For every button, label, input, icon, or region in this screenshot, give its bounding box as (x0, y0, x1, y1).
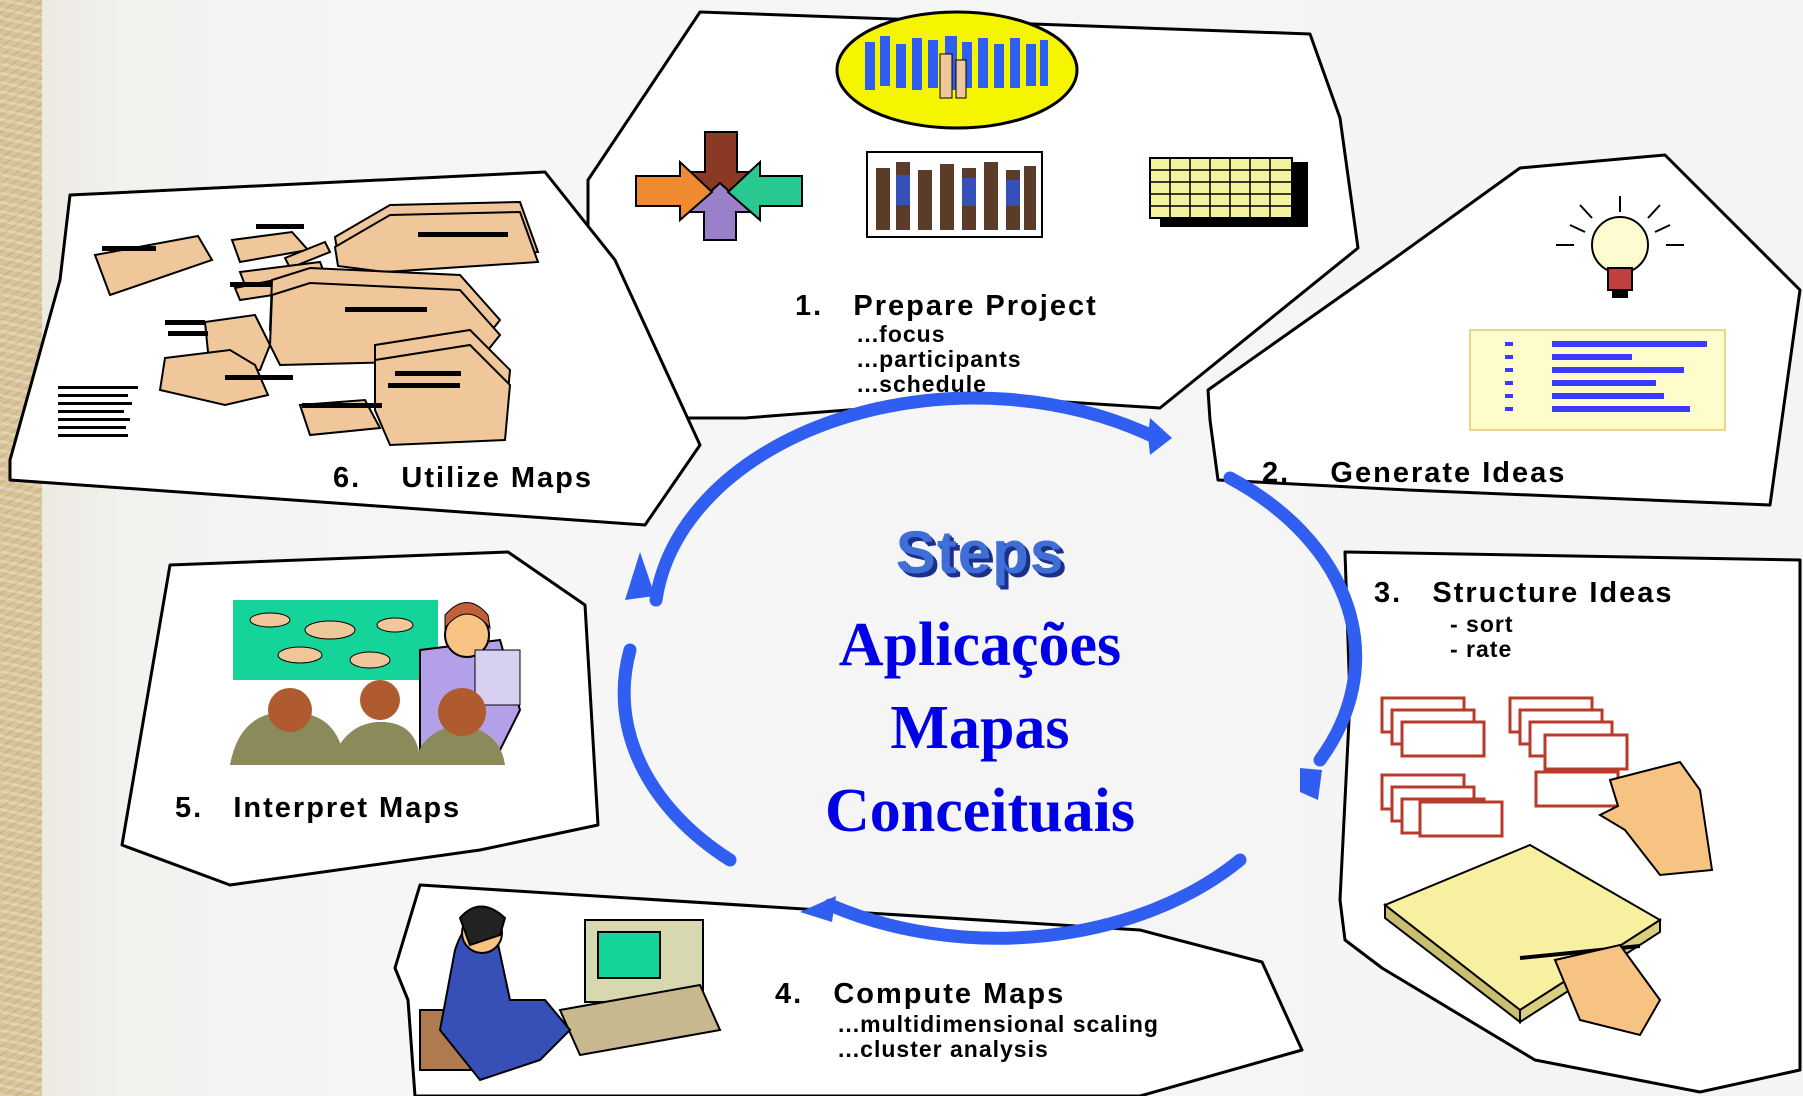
center-line-mapas: Mapas (890, 694, 1070, 762)
step-4-label: 4. Compute Maps (775, 978, 1065, 1011)
step-2-title: Generate Ideas (1330, 457, 1567, 489)
step-1-number: 1. (795, 290, 824, 322)
step-5-number: 5. (175, 792, 204, 824)
step-2-number: 2. (1262, 457, 1291, 489)
step-3-details: - sort - rate (1450, 612, 1514, 662)
center-line-aplicacoes: Aplicações (838, 611, 1122, 679)
arrowhead-bottom (800, 896, 836, 922)
concept-map-legend (58, 386, 138, 437)
step-1-details: ...focus ...participants ...schedule (857, 322, 1022, 397)
step-1-label: 1. Prepare Project (795, 290, 1098, 323)
step-6-title: Utilize Maps (401, 462, 594, 494)
people-crowd-icon (835, 10, 1079, 130)
step-6-number: 6. (333, 462, 362, 494)
presentation-icon (230, 600, 522, 765)
step-3-label: 3. Structure Ideas (1374, 577, 1674, 610)
step-3-title: Structure Ideas (1432, 577, 1674, 609)
step-5-label: 5. Interpret Maps (175, 792, 461, 825)
lightbulb-icon (1556, 196, 1684, 298)
step-1-detail-schedule: ...schedule (857, 371, 987, 397)
step-1-detail-participants: ...participants (857, 346, 1022, 372)
concept-map-icon (93, 200, 540, 447)
idea-list-icon (1469, 329, 1726, 431)
arrowhead-left (625, 552, 655, 600)
cycle-arrow (617, 391, 1363, 945)
step-1-detail-focus: ...focus (857, 321, 946, 347)
cycle-arrowheads (625, 418, 1322, 922)
arrowhead-top (1148, 418, 1172, 455)
center-heading: Steps (895, 519, 1065, 586)
calendar-icon (1149, 157, 1308, 227)
step-6-label: 6. Utilize Maps (333, 462, 593, 495)
group-photo-icon (866, 151, 1043, 238)
concept-map-labels (102, 224, 508, 408)
step-3-detail-rate: - rate (1450, 636, 1513, 662)
step-2-label: 2. Generate Ideas (1262, 457, 1566, 490)
step-3-detail-sort: - sort (1450, 611, 1514, 637)
step-4-detail-cluster: ...cluster analysis (838, 1036, 1049, 1062)
left-texture-strip (0, 0, 42, 1096)
center-line-conceituais: Conceituais (825, 777, 1135, 845)
converging-arrows-icon (635, 131, 803, 241)
step-4-detail-mds: ...multidimensional scaling (838, 1011, 1159, 1037)
sort-cards-icon (1380, 696, 1629, 838)
step-4-number: 4. (775, 978, 804, 1010)
step-3-number: 3. (1374, 577, 1403, 609)
computer-user-icon (419, 905, 722, 1082)
hand-icon (1597, 760, 1714, 877)
arrowhead-right (1300, 768, 1322, 800)
step-4-details: ...multidimensional scaling ...cluster a… (838, 1012, 1159, 1062)
step-4-title: Compute Maps (833, 978, 1066, 1010)
step-1-title: Prepare Project (853, 290, 1098, 322)
notepad-icon (1383, 843, 1662, 1037)
step-5-title: Interpret Maps (233, 792, 462, 824)
